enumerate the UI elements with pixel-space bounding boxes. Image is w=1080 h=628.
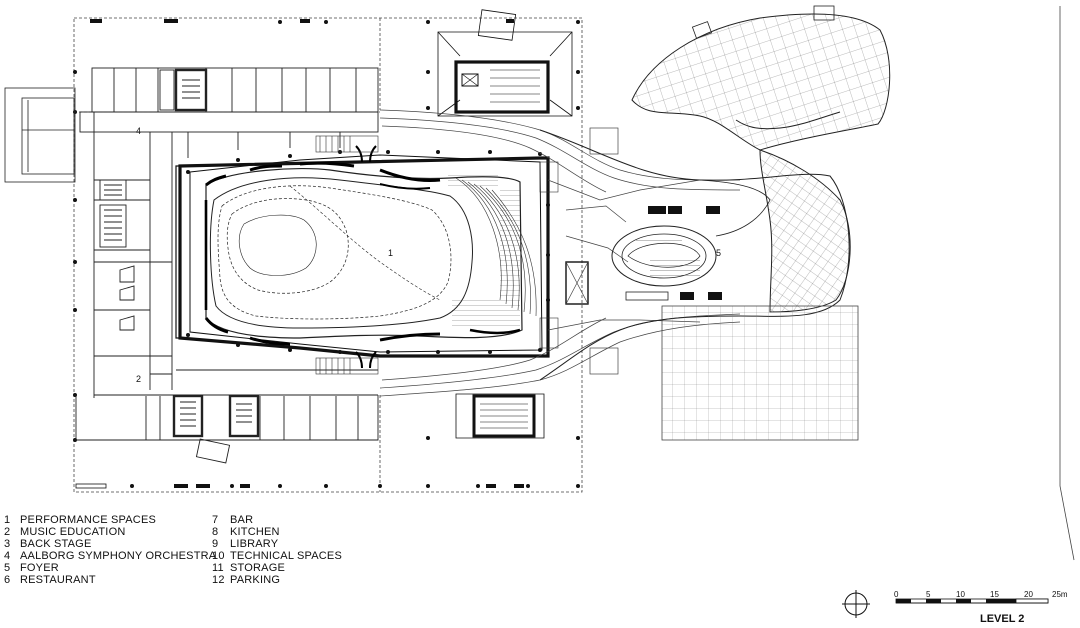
- south-core: [455, 393, 545, 439]
- legend-label: FOYER: [20, 562, 59, 574]
- scale-tick-5: 5: [926, 590, 931, 599]
- legend-number: 8: [212, 526, 219, 538]
- scale-tick-10: 10: [956, 590, 965, 599]
- site-edge-line: [1059, 6, 1075, 561]
- foyer-stair: [611, 206, 722, 301]
- scale-tick-20: 20: [1024, 590, 1033, 599]
- concert-hall: [204, 145, 523, 369]
- legend-label: BAR: [230, 514, 254, 526]
- legend-label: STORAGE: [230, 562, 285, 574]
- legend-item: 8 KITCHEN: [212, 526, 342, 538]
- legend-number: 1: [4, 514, 11, 526]
- legend-number: 9: [212, 538, 219, 550]
- seating-rows: [448, 172, 537, 330]
- scale-bar: 0 5 10 15 20 25m: [894, 590, 1068, 604]
- legend-number: 3: [4, 538, 11, 550]
- legend-item: 1 PERFORMANCE SPACES: [4, 514, 216, 526]
- legend-item: 2 MUSIC EDUCATION: [4, 526, 216, 538]
- legend-item: 7 BAR: [212, 514, 342, 526]
- legend-number: 10: [212, 550, 225, 562]
- legend-number: 4: [4, 550, 11, 562]
- north-arrow-icon: [842, 590, 870, 618]
- legend-item: 3 BACK STAGE: [4, 538, 216, 550]
- legend-column-right: 7 BAR 8 KITCHEN 9 LIBRARY 10 TECHNICAL SPACE…: [212, 514, 342, 586]
- legend-label: RESTAURANT: [20, 574, 96, 586]
- legend-label: KITCHEN: [230, 526, 280, 538]
- legend-item: 4 AALBORG SYMPHONY ORCHESTRA: [4, 550, 216, 562]
- legend-item: 10 TECHNICAL SPACES: [212, 550, 342, 562]
- legend-number: 7: [212, 514, 219, 526]
- legend-label: MUSIC EDUCATION: [20, 526, 126, 538]
- room-label-4: 4: [136, 126, 141, 136]
- legend-label: TECHNICAL SPACES: [230, 550, 343, 562]
- left-block-rooms: [75, 67, 379, 464]
- legend-number: 12: [212, 574, 225, 586]
- legend-label: LIBRARY: [230, 538, 279, 550]
- legend-column-left: 1 PERFORMANCE SPACES 2 MUSIC EDUCATION 3 BA…: [4, 514, 216, 586]
- legend-label: PARKING: [230, 574, 281, 586]
- west-wing: [4, 87, 76, 183]
- legend-number: 2: [4, 526, 11, 538]
- plaza-grid: [661, 305, 859, 441]
- north-core: [437, 9, 573, 117]
- legend-item: 9 LIBRARY: [212, 538, 342, 550]
- scale-tick-0: 0: [894, 590, 899, 599]
- room-label-1: 1: [388, 248, 393, 258]
- level-title: LEVEL 2: [980, 613, 1024, 625]
- edge-markers: [75, 19, 524, 489]
- roof-canopy: [631, 5, 891, 313]
- legend-number: 6: [4, 574, 11, 586]
- scale-tick-25: 25m: [1052, 590, 1068, 599]
- hall-outer-wall: [175, 154, 550, 358]
- room-label-5: 5: [716, 248, 721, 258]
- legend-item: 12 PARKING: [212, 574, 342, 586]
- legend-label: BACK STAGE: [20, 538, 92, 550]
- legend-label: AALBORG SYMPHONY ORCHESTRA: [20, 550, 217, 562]
- legend-item: 6 RESTAURANT: [4, 574, 216, 586]
- ring-corridor: [315, 135, 559, 375]
- legend-label: PERFORMANCE SPACES: [20, 514, 157, 526]
- legend-item: 11 STORAGE: [212, 562, 342, 574]
- legend-item: 5 FOYER: [4, 562, 216, 574]
- room-label-2: 2: [136, 374, 141, 384]
- legend-number: 11: [212, 562, 224, 574]
- legend-number: 5: [4, 562, 11, 574]
- scale-tick-15: 15: [990, 590, 999, 599]
